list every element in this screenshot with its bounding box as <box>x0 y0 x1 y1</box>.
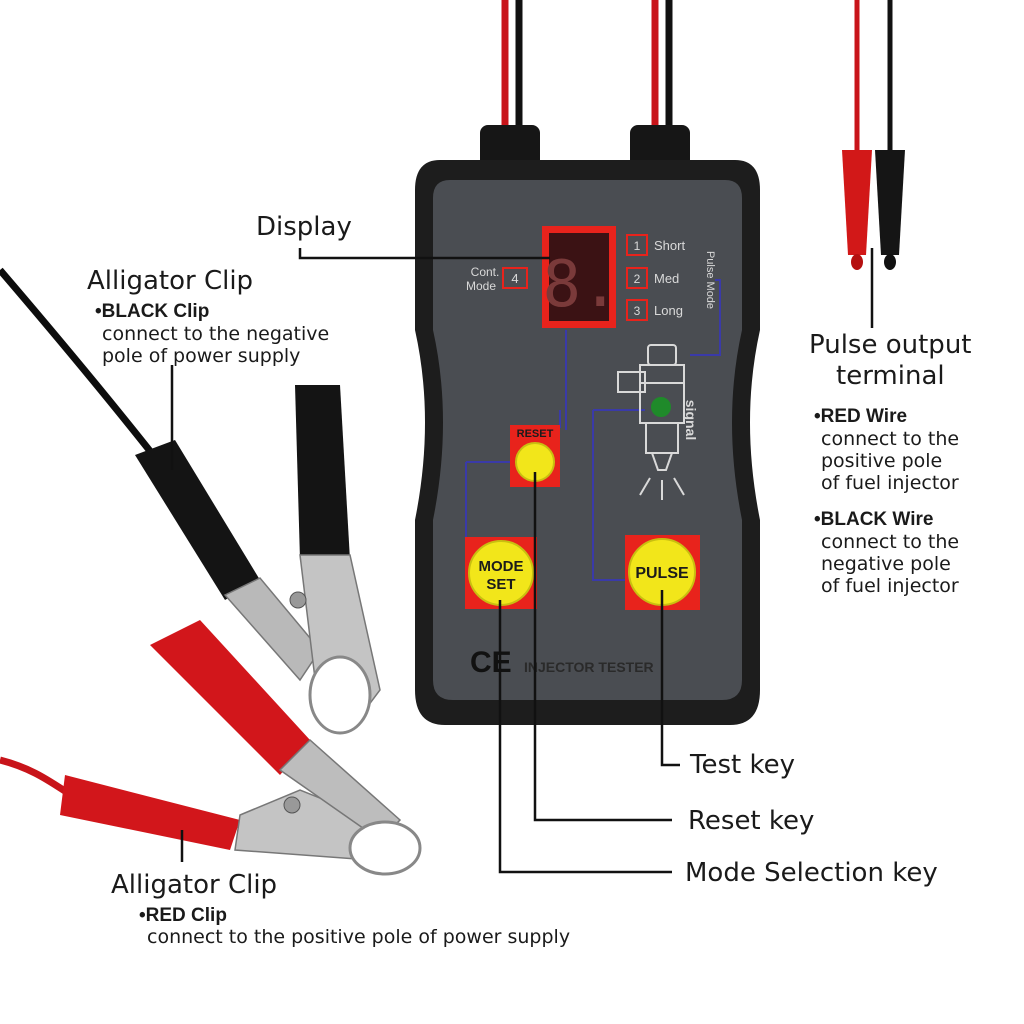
red-wire-line3: of fuel injector <box>821 472 959 494</box>
pulse-output-title1: Pulse output <box>809 330 972 360</box>
alligator-bottom-title: Alligator Clip <box>111 870 278 900</box>
mode-name-3: Long <box>654 303 683 318</box>
display-callout: Display <box>256 212 352 242</box>
cont-label-line1: Cont. <box>471 265 500 279</box>
pulse-mode-label: Pulse Mode <box>704 251 716 309</box>
test-key-callout: Test key <box>690 750 795 780</box>
cont-label-line2: Mode <box>466 279 496 293</box>
pulse-button-label: PULSE <box>635 565 689 582</box>
cont-mode-indicator: Cont. Mode 4 <box>466 265 528 293</box>
alligator-top-line1: connect to the negative <box>102 323 330 345</box>
black-wire-line2: negative pole <box>821 553 951 575</box>
red-alligator-clip <box>0 620 422 876</box>
seven-segment-display: 8. <box>542 226 620 328</box>
alligator-top-title: Alligator Clip <box>87 266 254 296</box>
mode-key-callout: Mode Selection key <box>685 858 938 888</box>
black-alligator-clip <box>0 267 381 735</box>
mode-number-3: 3 <box>634 304 641 318</box>
mode-box-2 <box>626 267 648 289</box>
reset-key-callout: Reset key <box>688 806 815 836</box>
alligator-top-line2: pole of power supply <box>102 345 301 367</box>
alligator-bottom-bullet: •RED Clip <box>139 905 227 926</box>
mode-button-label-1: MODE <box>479 558 524 575</box>
red-wire-bullet: •RED Wire <box>814 406 908 427</box>
mode-number-1: 1 <box>634 239 641 253</box>
mode-name-1: Short <box>654 238 685 253</box>
pulse-output-probes <box>842 0 905 270</box>
brand-label: INJECTOR TESTER <box>524 659 654 675</box>
signal-label: signal <box>683 400 699 440</box>
mode-box-1 <box>626 234 648 256</box>
reset-button-label: RESET <box>517 428 554 440</box>
red-wire-line2: positive pole <box>821 450 943 472</box>
device-top-wires <box>480 0 690 175</box>
alligator-top-bullet: •BLACK Clip <box>95 301 210 322</box>
mode-button-label-2: SET <box>486 576 515 593</box>
pulse-output-title2: terminal <box>836 361 945 391</box>
black-wire-line3: of fuel injector <box>821 575 959 597</box>
fuel-injector-icon <box>617 344 685 500</box>
mode-number-2: 2 <box>634 272 641 286</box>
black-wire-bullet: •BLACK Wire <box>814 509 934 530</box>
leader-lines <box>170 248 874 874</box>
red-wire-line1: connect to the <box>821 428 960 450</box>
alligator-bottom-line1: connect to the positive pole of power su… <box>147 926 571 948</box>
black-wire-line1: connect to the <box>821 531 960 553</box>
mode-name-2: Med <box>654 271 679 286</box>
mode-box-3 <box>626 299 648 321</box>
ce-mark: CE <box>470 646 512 679</box>
display-digit: 8. <box>542 248 619 322</box>
cont-mode-number: 4 <box>511 271 518 286</box>
pulse-mode-list: 1 Short 2 Med 3 Long <box>626 234 685 321</box>
mode-set-button[interactable]: MODE SET <box>465 537 537 609</box>
